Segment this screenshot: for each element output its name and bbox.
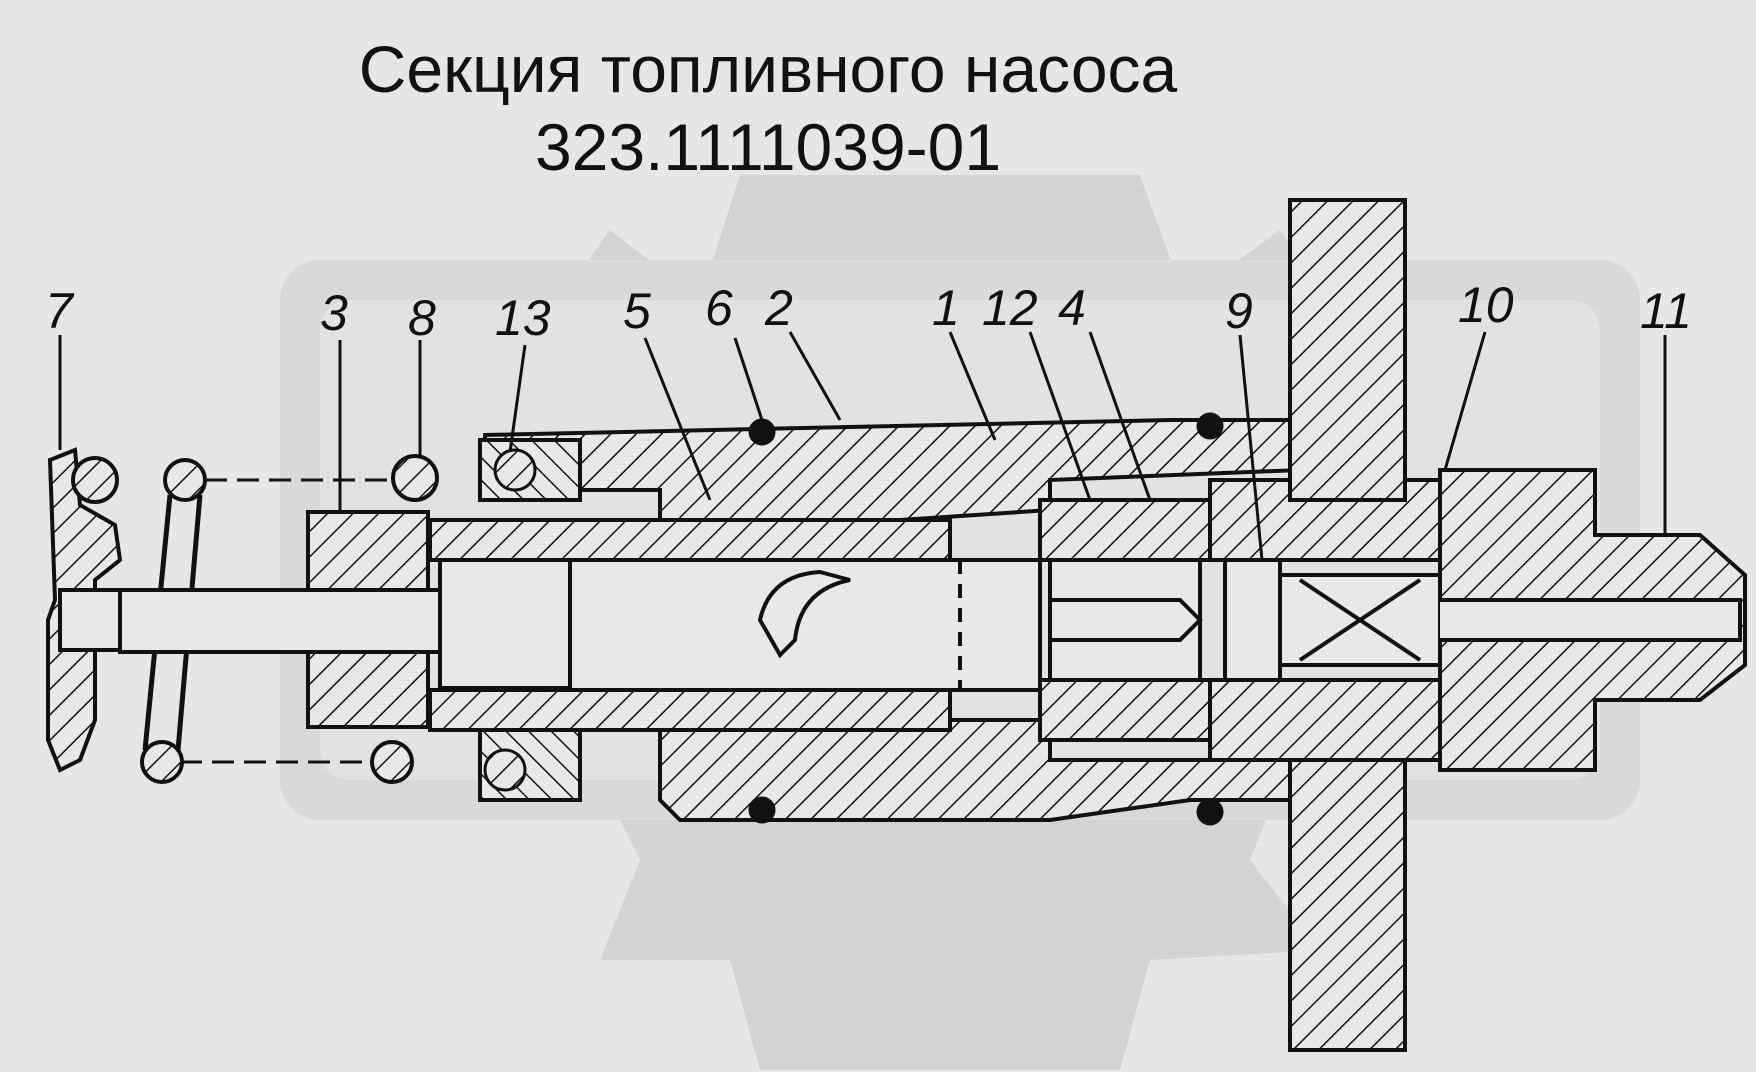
callout-6: 6	[705, 280, 733, 336]
diagram-title: Секция топливного насоса	[358, 32, 1178, 106]
callout-5: 5	[623, 283, 651, 339]
callout-8: 8	[408, 290, 436, 346]
o-rings	[483, 412, 1224, 826]
callout-10: 10	[1458, 277, 1514, 333]
plunger-rod	[118, 558, 612, 690]
mounting-flange	[1288, 198, 1407, 1052]
leader-lines	[58, 331, 1667, 561]
spring	[71, 454, 439, 784]
callout-2: 2	[764, 280, 793, 336]
callout-12: 12	[982, 280, 1038, 336]
callout-1: 1	[932, 280, 960, 336]
callout-13: 13	[495, 290, 551, 346]
callout-3: 3	[320, 285, 348, 341]
callout-7: 7	[45, 283, 75, 339]
callout-4: 4	[1058, 280, 1086, 336]
part-number: 323.1111039-01	[534, 110, 1002, 184]
callout-9: 9	[1225, 283, 1253, 339]
part-4-sleeve	[1038, 498, 1212, 742]
plunger-barrel	[568, 558, 1042, 692]
part-11-union-fitting	[1438, 468, 1747, 772]
callout-labels: 7 3 8 13 5 6 2 1 12 4 9 10 11	[45, 277, 1692, 346]
callout-11: 11	[1640, 283, 1692, 339]
delivery-valve	[1208, 478, 1452, 762]
